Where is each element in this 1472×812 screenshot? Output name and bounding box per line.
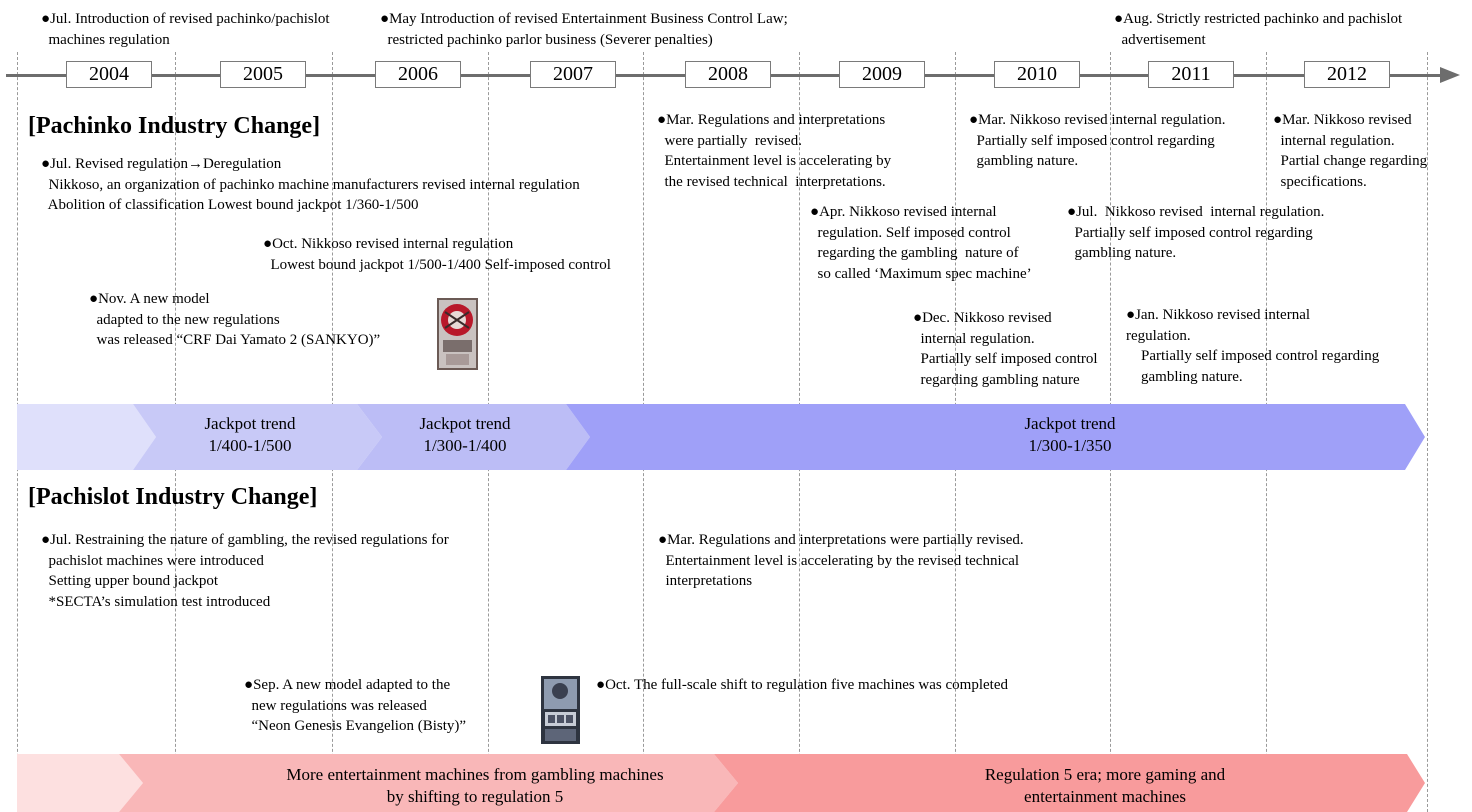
year-2004: 2004 xyxy=(66,61,152,88)
pachislot-heading: [Pachislot Industry Change] xyxy=(28,484,318,510)
pachinko-note: ●Oct. Nikkoso revised internal regulatio… xyxy=(263,236,611,273)
pachinko-note: ●Mar. Regulations and interpretations we… xyxy=(657,112,892,190)
pachinko-band-3 xyxy=(566,404,1425,470)
pachinko-note: ●Mar. Nikkoso revised internal regulatio… xyxy=(1273,112,1428,190)
top-note: ●May Introduction of revised Entertainme… xyxy=(380,11,788,48)
pachinko-note: ●Dec. Nikkoso revised internal regulatio… xyxy=(913,310,1098,388)
bullet-icon: ● xyxy=(1114,11,1124,27)
bullet-icon: ● xyxy=(913,310,923,326)
bullet-icon: ● xyxy=(1067,204,1077,220)
pachinko-band-track xyxy=(17,404,1425,470)
pachinko-band-label: Jackpot trend 1/400-1/500 xyxy=(204,414,296,455)
pachislot-band-track xyxy=(17,754,1425,812)
pachislot-machine-image xyxy=(541,676,580,744)
pachislot-band-1 xyxy=(119,754,738,812)
bullet-icon: ● xyxy=(41,156,51,172)
pachinko-note: ●Jul. Revised regulation→Deregulation Ni… xyxy=(41,156,580,213)
pachislot-note: ●Sep. A new model adapted to the new reg… xyxy=(244,677,467,734)
year-2007: 2007 xyxy=(530,61,616,88)
year-2012: 2012 xyxy=(1304,61,1390,88)
pachinko-note: ●Jul. Nikkoso revised internal regulatio… xyxy=(1067,204,1325,261)
grid-line xyxy=(1427,52,1428,812)
pachinko-heading: [Pachinko Industry Change] xyxy=(28,113,321,139)
bullet-icon: ● xyxy=(1273,112,1283,128)
pachinko-band-2 xyxy=(357,404,590,470)
bullet-icon: ● xyxy=(1126,307,1136,323)
pachislot-band-0 xyxy=(17,754,143,812)
year-2011: 2011 xyxy=(1148,61,1234,88)
top-note: ●Aug. Strictly restricted pachinko and p… xyxy=(1114,11,1403,48)
year-2005: 2005 xyxy=(220,61,306,88)
pachinko-note: ●Apr. Nikkoso revised internal regulatio… xyxy=(810,204,1032,282)
bullet-icon: ● xyxy=(244,677,254,693)
bullet-icon: ● xyxy=(41,532,51,548)
pachinko-note: ●Jan. Nikkoso revised internal regulatio… xyxy=(1126,307,1380,385)
bullet-icon: ● xyxy=(657,112,667,128)
pachinko-band-label: Jackpot trend 1/300-1/350 xyxy=(1024,414,1116,455)
pachislot-note: ●Jul. Restraining the nature of gambling… xyxy=(41,532,449,610)
pachinko-machine-image xyxy=(437,298,478,370)
bullet-icon: ● xyxy=(596,677,606,693)
pachinko-band-1 xyxy=(133,404,382,470)
pachinko-note: ●Nov. A new model adapted to the new reg… xyxy=(89,291,381,348)
bullet-icon: ● xyxy=(969,112,979,128)
bullet-icon: ● xyxy=(658,532,668,548)
bullet-icon: ● xyxy=(380,11,390,27)
bullet-icon: ● xyxy=(810,204,820,220)
bullet-icon: ● xyxy=(41,11,51,27)
pachinko-band-0 xyxy=(17,404,156,470)
bullet-icon: ● xyxy=(89,291,99,307)
top-note: ●Jul. Introduction of revised pachinko/p… xyxy=(41,11,330,48)
pachislot-note: ●Mar. Regulations and interpretations we… xyxy=(658,532,1024,589)
year-2006: 2006 xyxy=(375,61,461,88)
year-2009: 2009 xyxy=(839,61,925,88)
pachislot-band-label: Regulation 5 era; more gaming and entert… xyxy=(984,765,1226,806)
timeline-arrow-icon xyxy=(1440,67,1460,83)
pachinko-band-label: Jackpot trend 1/300-1/400 xyxy=(419,414,511,455)
pachislot-band-label: More entertainment machines from gamblin… xyxy=(286,765,664,806)
pachislot-note: ●Oct. The full-scale shift to regulation… xyxy=(596,677,1008,693)
pachislot-band-2 xyxy=(714,754,1425,812)
year-2010: 2010 xyxy=(994,61,1080,88)
bullet-icon: ● xyxy=(263,236,273,252)
pachinko-note: ●Mar. Nikkoso revised internal regulatio… xyxy=(969,112,1226,169)
year-2008: 2008 xyxy=(685,61,771,88)
